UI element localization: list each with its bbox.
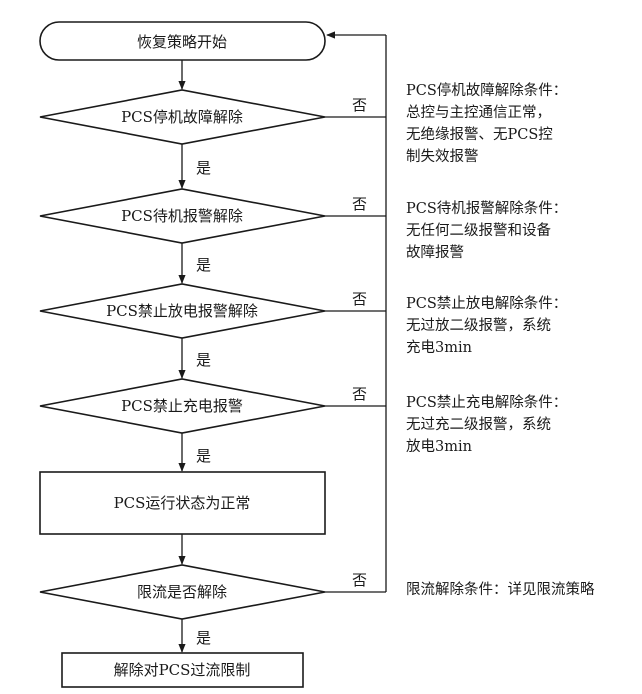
note-line: PCS禁止充电解除条件： xyxy=(406,395,568,411)
yes-label-2: 是 xyxy=(196,256,211,274)
process-normal-state: PCS运行状态为正常 xyxy=(39,471,326,535)
yes-label-5: 是 xyxy=(196,629,211,647)
decision-stop-fault-label: PCS停机故障解除 xyxy=(121,108,243,126)
note-line: PCS禁止放电解除条件： xyxy=(406,296,568,312)
decision-standby-alarm-label: PCS待机报警解除 xyxy=(121,207,243,225)
note-line: 无过放二级报警，系统 xyxy=(406,318,551,334)
start-label: 恢复策略开始 xyxy=(137,33,227,51)
note-line: 限流解除条件：详见限流策略 xyxy=(406,582,595,598)
no-label-5: 否 xyxy=(352,571,367,589)
decision-stop-fault: PCS停机故障解除 xyxy=(39,89,326,145)
start-node: 恢复策略开始 xyxy=(39,21,326,61)
note-line: 故障报警 xyxy=(406,245,464,261)
note-line: 总控与主控通信正常， xyxy=(406,105,551,121)
no-label-4: 否 xyxy=(352,385,367,403)
note-line: PCS待机报警解除条件： xyxy=(406,201,568,217)
yes-label-3: 是 xyxy=(196,351,211,369)
end-label: 解除对PCS过流限制 xyxy=(114,661,251,679)
decision-current-limit-label: 限流是否解除 xyxy=(137,583,227,601)
note-discharge-condition: PCS禁止放电解除条件： 无过放二级报警，系统 充电3min xyxy=(406,293,636,359)
process-normal-state-label: PCS运行状态为正常 xyxy=(114,494,251,512)
note-line: 无任何二级报警和设备 xyxy=(406,223,551,239)
note-line: 制失效报警 xyxy=(406,149,479,165)
note-standby-alarm-condition: PCS待机报警解除条件： 无任何二级报警和设备 故障报警 xyxy=(406,198,636,264)
note-charge-condition: PCS禁止充电解除条件： 无过充二级报警，系统 放电3min xyxy=(406,392,636,458)
note-stop-fault-condition: PCS停机故障解除条件： 总控与主控通信正常， 无绝缘报警、无PCS控 制失效报… xyxy=(406,80,636,168)
note-line: 放电3min xyxy=(406,439,472,455)
note-line: 充电3min xyxy=(406,340,472,356)
decision-current-limit: 限流是否解除 xyxy=(39,564,326,620)
no-label-2: 否 xyxy=(352,195,367,213)
decision-discharge-alarm-label: PCS禁止放电报警解除 xyxy=(106,302,258,320)
decision-discharge-alarm: PCS禁止放电报警解除 xyxy=(39,283,326,339)
note-current-limit-condition: 限流解除条件：详见限流策略 xyxy=(406,579,636,601)
no-label-1: 否 xyxy=(352,96,367,114)
yes-label-4: 是 xyxy=(196,447,211,465)
no-label-3: 否 xyxy=(352,290,367,308)
decision-charge-alarm: PCS禁止充电报警 xyxy=(39,378,326,434)
note-line: PCS停机故障解除条件： xyxy=(406,83,568,99)
note-line: 无绝缘报警、无PCS控 xyxy=(406,127,553,143)
decision-charge-alarm-label: PCS禁止充电报警 xyxy=(121,397,243,415)
yes-label-1: 是 xyxy=(196,159,211,177)
decision-standby-alarm: PCS待机报警解除 xyxy=(39,188,326,244)
note-line: 无过充二级报警，系统 xyxy=(406,417,551,433)
end-node: 解除对PCS过流限制 xyxy=(61,652,304,688)
